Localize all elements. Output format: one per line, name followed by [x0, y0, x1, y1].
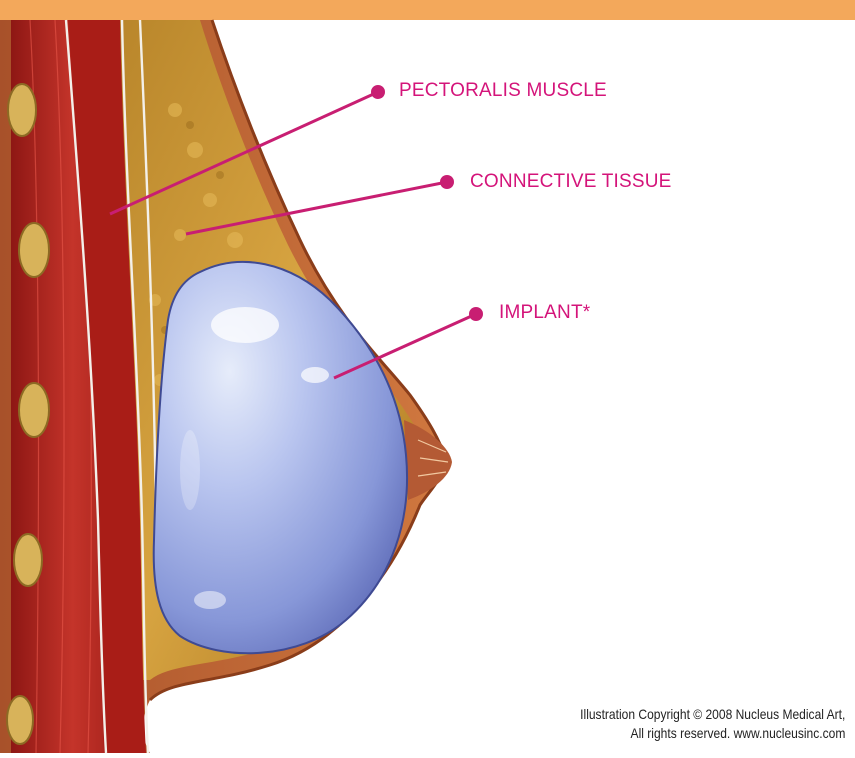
copyright-line-1: Illustration Copyright © 2008 Nucleus Me… — [580, 705, 845, 724]
label-connective-tissue: CONNECTIVE TISSUE — [470, 171, 672, 193]
copyright-line-2: All rights reserved. www.nucleusinc.com — [580, 724, 845, 743]
label-implant: IMPLANT* — [499, 302, 590, 324]
label-pectoralis-muscle: PECTORALIS MUSCLE — [399, 80, 607, 102]
frame-top — [0, 0, 855, 20]
copyright-notice: Illustration Copyright © 2008 Nucleus Me… — [580, 705, 845, 743]
